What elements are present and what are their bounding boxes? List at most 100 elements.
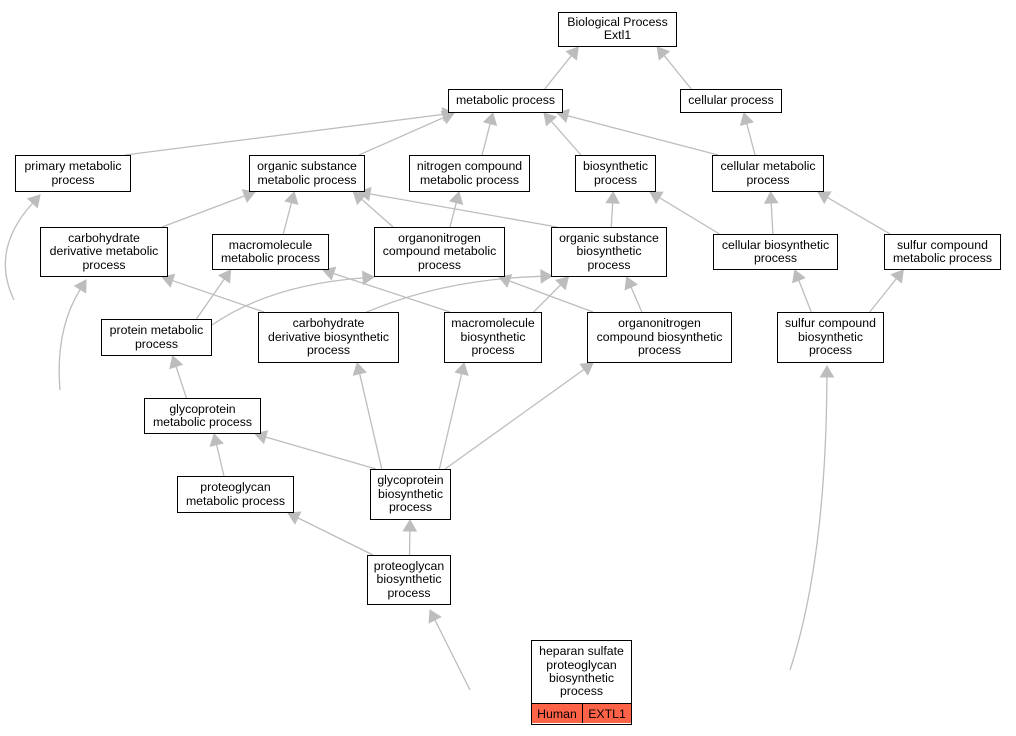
node-label-line: process — [753, 251, 798, 265]
node-cellular[interactable]: cellular process — [680, 89, 782, 113]
arrowhead-icon — [26, 194, 41, 209]
edge-carbohydrate-derivative-biosynthetic-to-carbohydrate-derivative-metabolic — [172, 279, 265, 313]
node-label-line: primary metabolic — [24, 159, 122, 174]
arrowhead-icon — [361, 270, 375, 286]
edge-heparan-sulfate-to-proteoglycan-biosynthetic — [434, 619, 471, 691]
node-label-line: metabolic process — [152, 415, 253, 429]
edge-carbohydrate-derivative-metabolic-to-organic-substance-metabolic — [161, 195, 245, 228]
node-label-line: organic substance — [559, 230, 659, 245]
arrowhead-icon — [440, 110, 455, 125]
edge-glycoprotein-biosynthetic-to-glycoprotein-metabolic — [265, 436, 377, 470]
edge-nitrogen-compound-metabolic-to-metabolic — [481, 123, 491, 156]
edge-organic-substance-metabolic-to-metabolic — [358, 116, 445, 156]
node-label-line: metabolic process — [455, 93, 556, 108]
node-metabolic[interactable]: metabolic process — [448, 89, 563, 113]
arrowhead-icon — [217, 269, 232, 284]
node-label-line: process — [746, 172, 790, 187]
node-label-line: process — [134, 336, 179, 351]
arrowhead-icon — [565, 46, 579, 61]
node-label-line: process — [471, 343, 515, 358]
edge-organonitrogen-compound-metabolic-to-organic-substance-metabolic — [361, 198, 394, 228]
node-label-line: metabolic process — [185, 493, 286, 508]
node-label-line: process — [808, 343, 853, 358]
edge-heparan-sulfate-to-sulfur-compound-biosynthetic — [789, 376, 828, 671]
node-label-line: metabolic process — [220, 251, 321, 265]
arrowhead-icon — [890, 269, 904, 284]
arrowhead-icon — [624, 276, 639, 291]
arrowhead-icon — [792, 269, 806, 284]
arrowhead-icon — [241, 189, 256, 203]
node-label-line: biosynthetic — [583, 159, 648, 174]
node-label-line: biosynthetic — [376, 572, 442, 587]
edge-organonitrogen-compound-biosynthetic-to-organic-substance-biosynthetic — [630, 286, 643, 313]
node-label-line: process — [637, 343, 682, 358]
arrowhead-icon — [169, 355, 184, 370]
edge-primary-metabolic-to-metabolic — [124, 113, 444, 156]
arrowhead-icon — [763, 191, 779, 204]
node-label-line: biosynthetic — [549, 671, 614, 685]
edge-organic-substance-biosynthetic-to-organic-substance-metabolic — [369, 193, 558, 228]
arrowhead-icon — [482, 112, 498, 126]
edge-cellular-to-root — [663, 55, 692, 90]
node-label-line: proteoglycan — [373, 558, 445, 573]
node-label-line: compound biosynthetic — [596, 329, 723, 344]
arrowhead-icon — [402, 519, 418, 532]
edge-organic-substance-biosynthetic-to-biosynthetic — [610, 202, 614, 228]
species-cell[interactable]: Human — [537, 706, 577, 721]
node-label-line: biosynthetic — [460, 329, 526, 344]
node-label-line: biosynthetic — [576, 244, 642, 259]
arrowhead-icon — [540, 268, 553, 284]
node-label-line: proteoglycan — [200, 480, 271, 495]
edge-cellular-biosynthetic-to-cellular-metabolic — [770, 202, 774, 235]
arrowhead-icon — [209, 433, 224, 447]
edge-cellular-metabolic-to-metabolic — [567, 115, 719, 156]
node-label-line: organonitrogen — [398, 230, 481, 245]
edge-cellular-biosynthetic-to-biosynthetic — [659, 197, 720, 235]
node-label-line: biosynthetic — [798, 329, 863, 344]
edge-glycoprotein-biosynthetic-to-macromolecule-biosynthetic — [438, 373, 463, 470]
edge-protein-metabolic-to-organonitrogen-compound-metabolic — [211, 277, 364, 326]
node-label-line: process — [388, 500, 433, 515]
edge-biosynthetic-to-metabolic — [550, 120, 582, 156]
node-label-line: organonitrogen — [618, 316, 701, 331]
arrowhead-icon — [448, 191, 464, 205]
arrowhead-icon — [287, 511, 302, 525]
node-label-line: metabolic process — [257, 172, 357, 187]
node-label-line: metabolic process — [892, 251, 993, 265]
edge-protein-metabolic-to-primary-metabolic — [4, 202, 34, 301]
edge-protein-metabolic-to-macromolecule-metabolic — [195, 278, 225, 320]
arrowhead-icon — [817, 191, 832, 205]
node-label-line: metabolic process — [419, 172, 520, 187]
node-label-line: cellular metabolic — [720, 159, 816, 174]
arrowhead-icon — [322, 266, 337, 281]
arrowhead-icon — [284, 191, 299, 205]
node-label-line: process — [593, 172, 638, 187]
gene-cell[interactable]: EXTL1 — [582, 704, 631, 723]
arrowhead-icon — [579, 362, 594, 376]
edge-sulfur-compound-biosynthetic-to-sulfur-compound-metabolic — [869, 278, 897, 313]
